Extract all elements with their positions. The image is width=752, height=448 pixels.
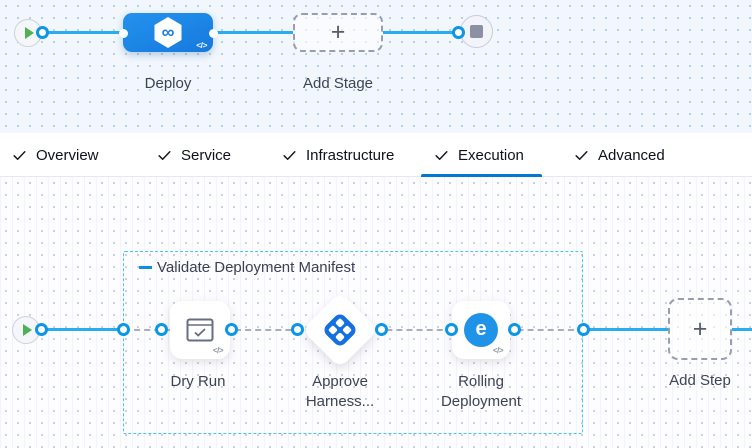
check-icon bbox=[435, 150, 448, 160]
tab-execution[interactable]: Execution bbox=[421, 133, 542, 177]
tab-infrastructure[interactable]: Infrastructure bbox=[282, 133, 394, 177]
stage-label: Deploy bbox=[144, 75, 192, 92]
tab-label: Execution bbox=[458, 146, 524, 164]
tab-advanced[interactable]: Advanced bbox=[574, 133, 665, 177]
connector-port bbox=[155, 323, 168, 336]
harness-deploy-hexagon-icon: ∞ bbox=[154, 17, 182, 48]
connector-port bbox=[225, 323, 238, 336]
stage-graph-canvas: ∞ </> + Deploy Add Stage bbox=[0, 0, 752, 133]
add-step-label: Add Step bbox=[669, 372, 731, 389]
pipeline-end-node bbox=[460, 15, 493, 48]
tab-label: Service bbox=[181, 146, 232, 164]
step-group-label[interactable]: Validate Deployment Manifest bbox=[139, 259, 355, 276]
connector-port bbox=[375, 323, 388, 336]
step-rolling-deployment[interactable]: e </> bbox=[452, 301, 510, 359]
tab-label: Infrastructure bbox=[306, 146, 395, 164]
connector-port bbox=[508, 323, 521, 336]
tab-overview[interactable]: Overview bbox=[12, 133, 99, 177]
connector-port bbox=[445, 323, 458, 336]
connector-line bbox=[584, 328, 668, 331]
connector-line bbox=[732, 328, 752, 331]
connector-line bbox=[40, 328, 124, 331]
dry-run-checklist-icon bbox=[186, 318, 214, 342]
rolling-deployment-icon: e bbox=[464, 313, 498, 347]
step-dry-run[interactable]: </> bbox=[170, 301, 230, 359]
add-stage-button[interactable]: + bbox=[293, 13, 383, 52]
group-dash-icon bbox=[139, 266, 152, 269]
harness-approval-diamond-icon bbox=[324, 314, 356, 346]
connector-port bbox=[36, 26, 49, 39]
connector-port bbox=[117, 323, 130, 336]
execution-graph-canvas: Validate Deployment Manifest </> bbox=[0, 177, 752, 448]
add-stage-label: Add Stage bbox=[302, 75, 374, 92]
stage-port-dot bbox=[209, 29, 218, 38]
connector-line bbox=[383, 31, 458, 34]
play-icon bbox=[23, 324, 32, 336]
check-icon bbox=[283, 150, 296, 160]
yaml-code-icon: </> bbox=[196, 40, 207, 50]
connector-line bbox=[213, 31, 293, 34]
step-group-validate-deployment-manifest[interactable] bbox=[123, 251, 583, 434]
connector-port bbox=[291, 323, 304, 336]
yaml-code-icon: </> bbox=[212, 346, 224, 355]
connector-port bbox=[577, 323, 590, 336]
stage-port-dot bbox=[119, 29, 128, 38]
connector-line bbox=[42, 31, 123, 34]
step-label-dry-run: Dry Run bbox=[170, 373, 226, 390]
tab-label: Overview bbox=[36, 146, 99, 164]
active-tab-underline bbox=[421, 174, 542, 177]
yaml-code-icon: </> bbox=[492, 346, 504, 355]
check-icon bbox=[158, 150, 171, 160]
step-label-rolling: Rolling Deployment bbox=[440, 373, 522, 410]
connector-port bbox=[452, 26, 465, 39]
plus-icon: + bbox=[330, 18, 346, 46]
connector-port bbox=[35, 323, 48, 336]
tab-label: Advanced bbox=[598, 146, 665, 164]
stop-icon bbox=[470, 25, 483, 38]
stage-config-tabbar: Overview Service Infrastructure Executio… bbox=[0, 133, 752, 177]
play-icon bbox=[25, 27, 34, 39]
tab-service[interactable]: Service bbox=[157, 133, 231, 177]
check-icon bbox=[575, 150, 588, 160]
plus-icon: + bbox=[692, 314, 708, 343]
infinity-glyph: ∞ bbox=[161, 21, 175, 42]
step-label-approve: Approve Harness... bbox=[305, 373, 375, 410]
stage-node-deploy[interactable]: ∞ </> bbox=[123, 13, 213, 52]
add-step-button[interactable]: + bbox=[668, 298, 732, 360]
check-icon bbox=[13, 150, 26, 160]
